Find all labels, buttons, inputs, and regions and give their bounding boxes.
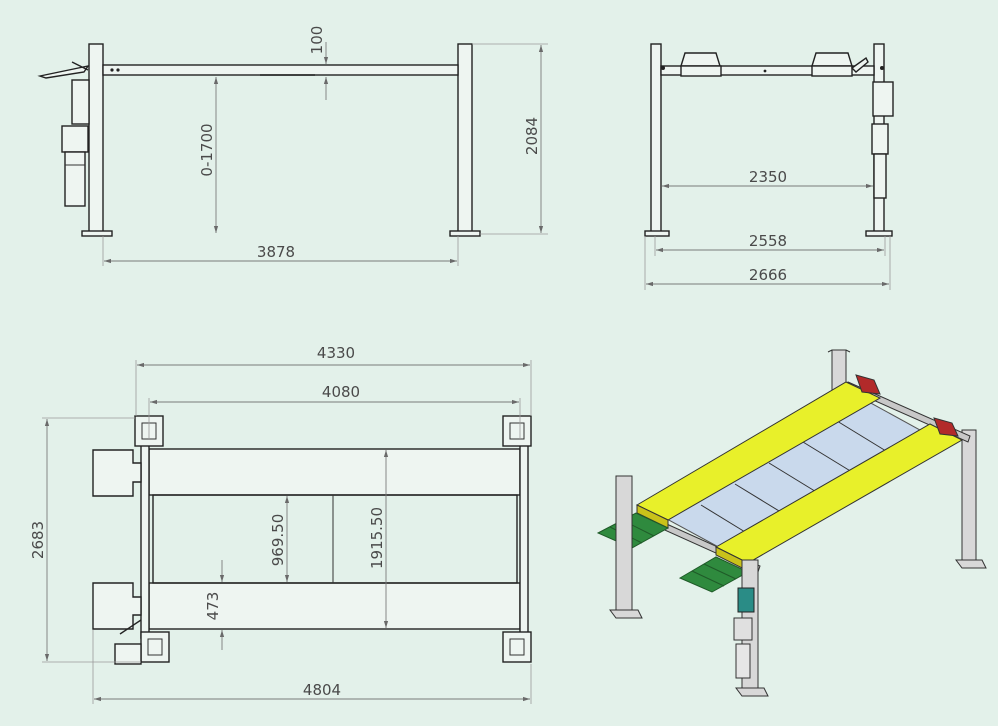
- front-width-dim: 3878: [257, 243, 295, 261]
- top-depth-dim: 2683: [29, 521, 47, 559]
- front-view: 3878 0-1700 100 2084: [37, 26, 548, 266]
- iso-post-front-left: [609, 475, 643, 619]
- iso-control-box: [737, 587, 755, 613]
- side-view: 2350 2558 2666: [644, 43, 894, 290]
- iso-post-back-right: [955, 429, 987, 569]
- iso-view: [596, 349, 987, 697]
- front-gap-dim: 100: [308, 26, 326, 55]
- front-height-dim: 2084: [523, 117, 541, 155]
- side-middle-dim: 2558: [749, 232, 787, 250]
- top-view: 4330 4080 4804 2683 1915.50 969.50 473: [29, 344, 532, 704]
- top-runway-span-dim: 1915.50: [368, 507, 386, 569]
- iso-post-front-right: [733, 559, 769, 697]
- top-overall-length-dim: 4330: [317, 344, 355, 362]
- side-inner-dim: 2350: [749, 168, 787, 186]
- side-outer-dim: 2666: [749, 266, 787, 284]
- plan-post-br: [502, 631, 532, 663]
- top-half-span-dim: 969.50: [269, 514, 287, 567]
- top-runway-length-dim: 4080: [322, 383, 360, 401]
- top-offset-dim: 473: [204, 592, 222, 621]
- plan-post-bl: [114, 619, 170, 665]
- plan-post-tr: [502, 415, 532, 447]
- front-rise-dim: 0-1700: [198, 123, 216, 176]
- top-total-length-dim: 4804: [303, 681, 341, 699]
